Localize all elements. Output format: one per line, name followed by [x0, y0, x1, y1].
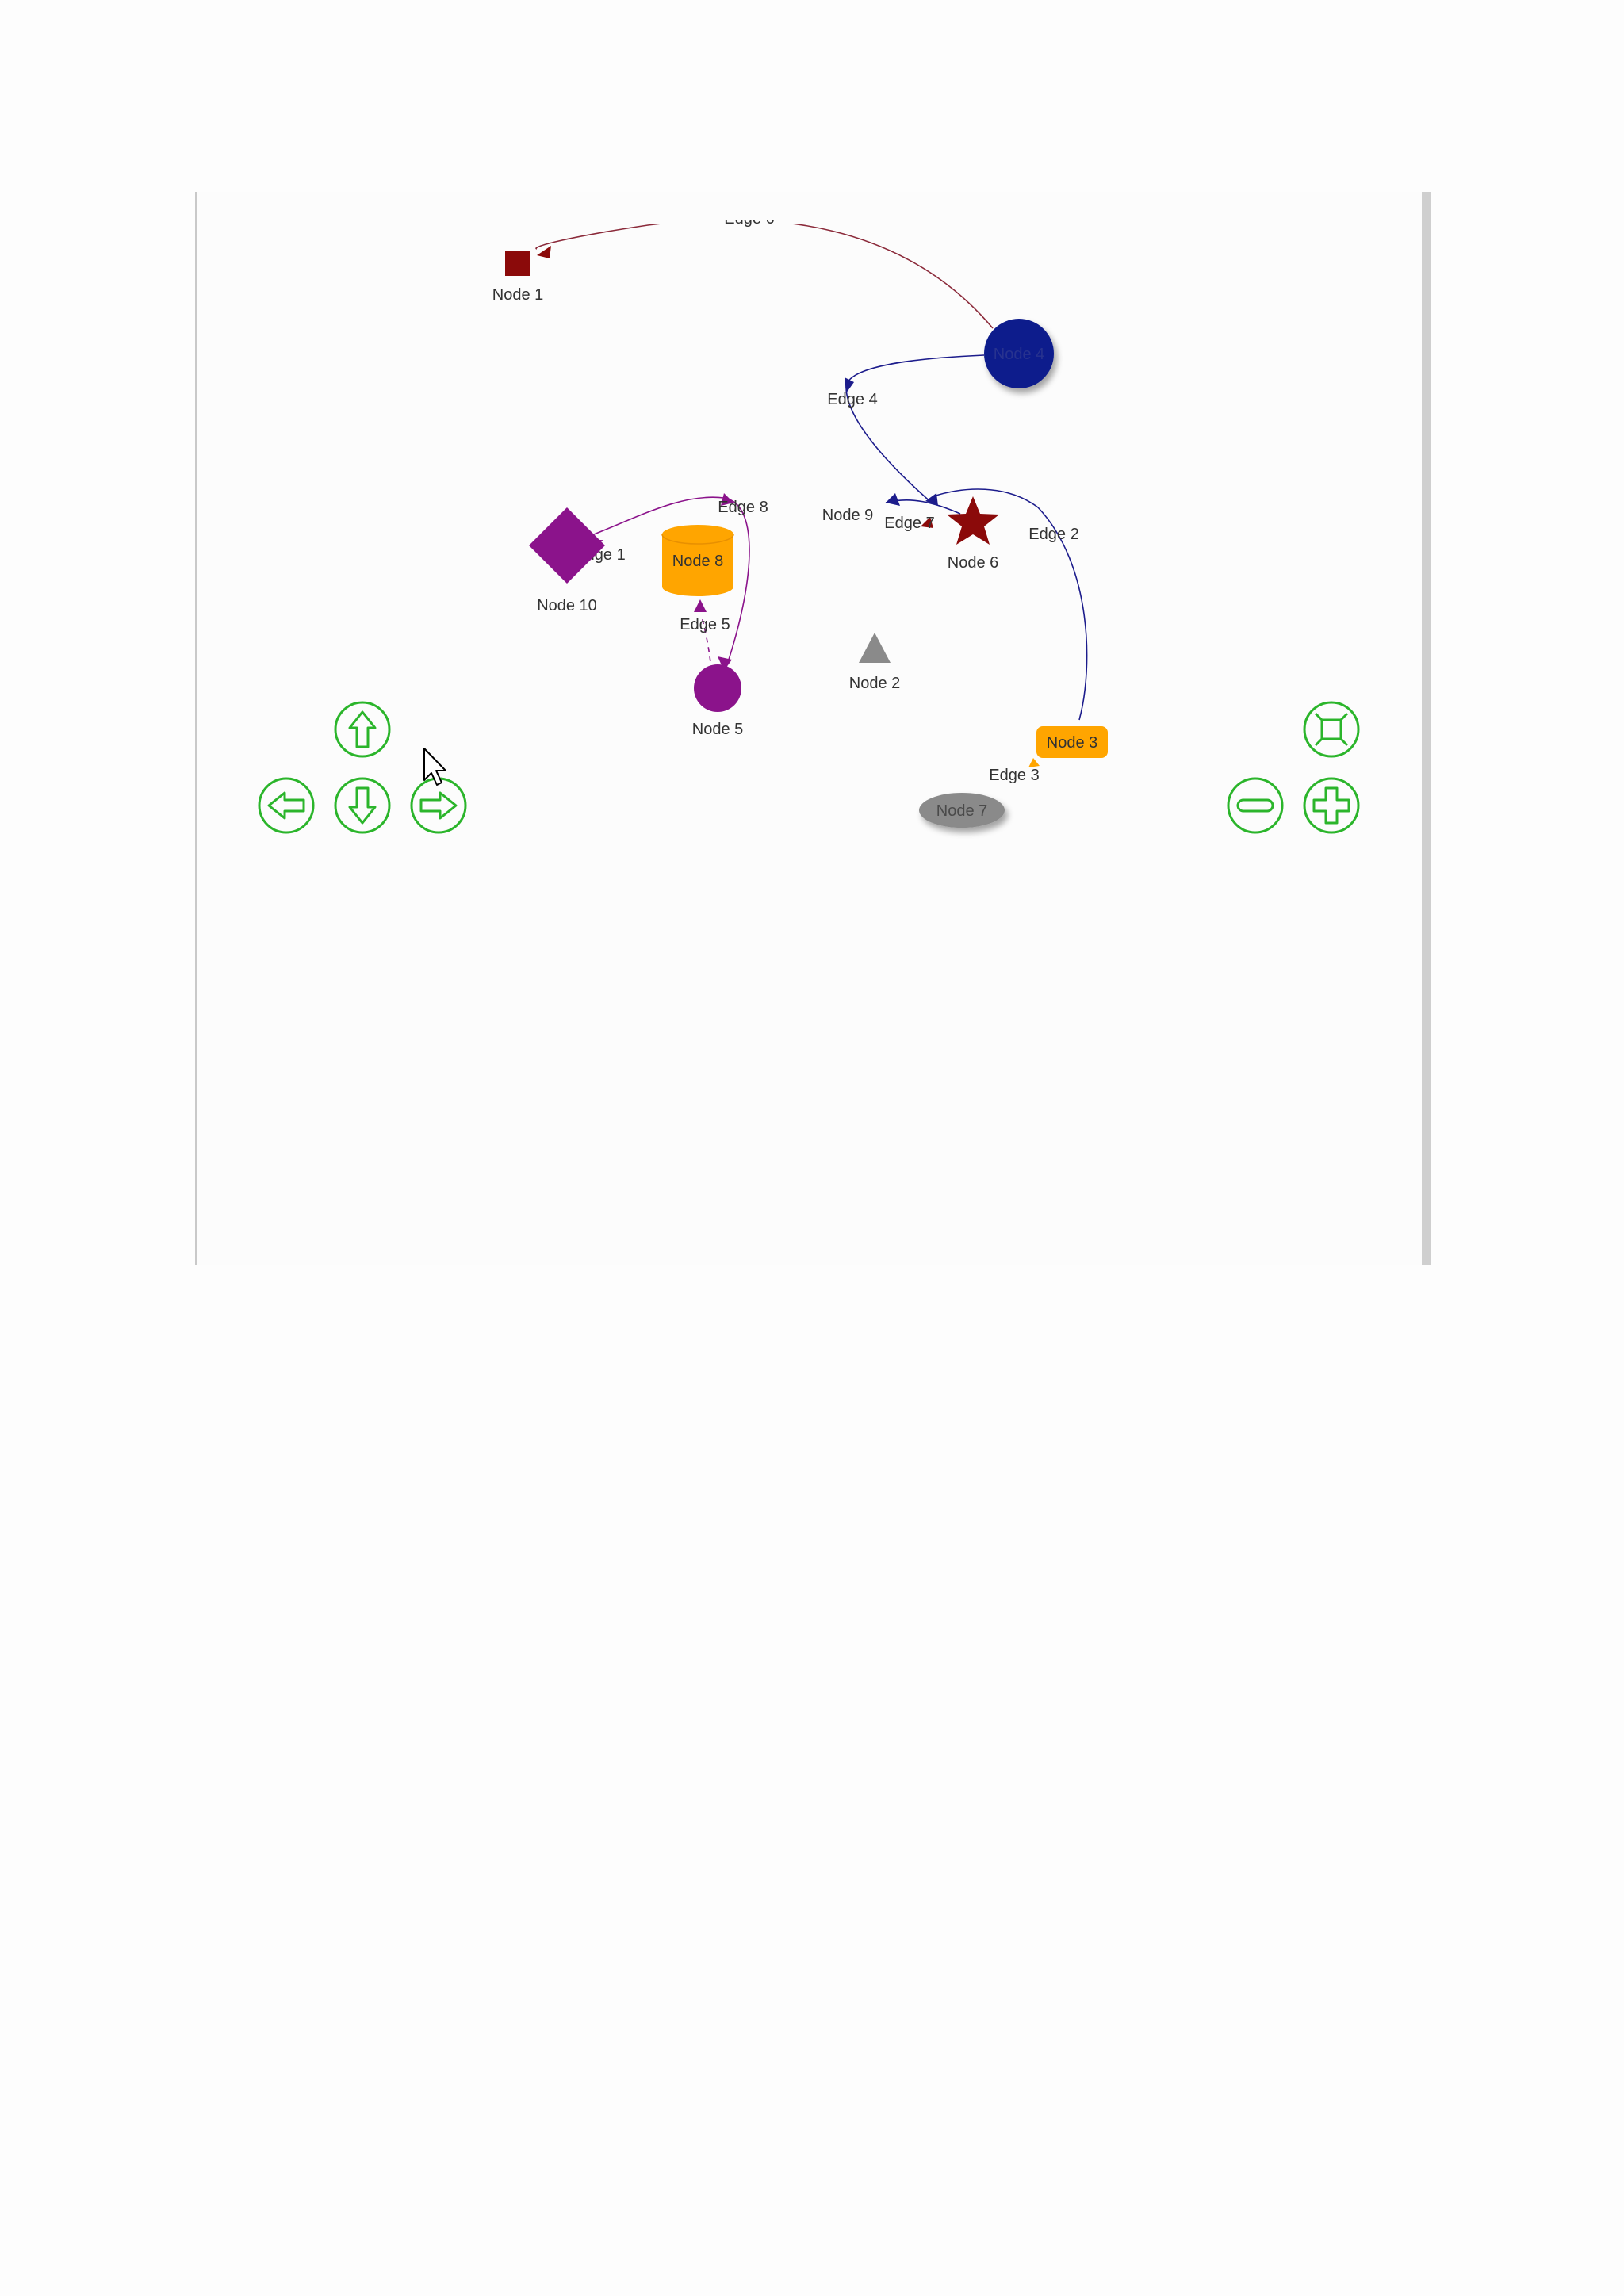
- node-3-shape[interactable]: [1036, 726, 1108, 758]
- edge-6-clip-top: [451, 192, 1165, 220]
- pan-left-button[interactable]: [258, 777, 315, 834]
- zoom-in-button[interactable]: [1303, 777, 1360, 834]
- navigation-controls: [258, 701, 1360, 834]
- edge-5-arrow: [694, 599, 707, 612]
- nodes-layer: Node 1 Node 4 Node 9 Node 6 Node 10 Node…: [492, 251, 1108, 828]
- network-graph[interactable]: Edge 6 Edge 4 Edge 2 Edge 7 Edge 1 Edge …: [197, 192, 1422, 1265]
- edge-4-arrow: [845, 377, 854, 393]
- edge-4-label: Edge 4: [827, 391, 877, 408]
- node-6-label: Node 6: [948, 554, 999, 572]
- edges-layer: Edge 6 Edge 4 Edge 2 Edge 7 Edge 1 Edge …: [451, 192, 1165, 784]
- arrow-up-icon: [348, 710, 377, 748]
- edge-7-arrow-a: [886, 493, 900, 506]
- edge-3-arrow: [1028, 758, 1040, 767]
- node-2-label: Node 2: [849, 675, 901, 692]
- edge-3-label: Edge 3: [989, 767, 1039, 784]
- edge-8-label: Edge 8: [718, 499, 768, 516]
- node-9-label[interactable]: Node 9: [822, 507, 874, 524]
- fit-extents-icon: [1314, 712, 1349, 747]
- edge-6-line[interactable]: [535, 219, 994, 329]
- node-10-label: Node 10: [537, 597, 597, 614]
- node-4-label: Node 4: [994, 346, 1045, 363]
- node-4-shape[interactable]: [984, 319, 1054, 388]
- edge-8-arrow-bottom: [718, 656, 732, 671]
- arrow-right-icon: [419, 791, 458, 820]
- edge-6-arrow: [537, 246, 551, 258]
- graph-canvas-frame[interactable]: Edge 6 Edge 4 Edge 2 Edge 7 Edge 1 Edge …: [195, 192, 1431, 1265]
- pan-down-button[interactable]: [334, 777, 391, 834]
- node-8-label: Node 8: [672, 553, 724, 570]
- node-7-label: Node 7: [936, 802, 988, 820]
- pan-right-button[interactable]: [410, 777, 467, 834]
- plus-icon: [1312, 786, 1350, 825]
- node-1-label: Node 1: [492, 286, 544, 304]
- node-5-shape[interactable]: [694, 664, 741, 712]
- node-1-shape[interactable]: [505, 251, 530, 276]
- node-10-shape[interactable]: [529, 507, 605, 584]
- edge-5-label: Edge 5: [680, 616, 730, 633]
- arrow-down-icon: [348, 786, 377, 825]
- edge-8-arrow-top: [721, 493, 733, 506]
- node-8-shape[interactable]: [661, 525, 734, 596]
- zoom-extends-button[interactable]: [1303, 701, 1360, 758]
- zoom-out-button[interactable]: [1227, 777, 1284, 834]
- edge-2-arrow: [925, 493, 938, 506]
- node-3-label: Node 3: [1047, 734, 1098, 752]
- mouse-cursor-icon: [423, 748, 446, 786]
- edge-4-line[interactable]: [845, 354, 985, 505]
- node-2-shape[interactable]: [859, 633, 891, 663]
- node-7-shape[interactable]: [919, 793, 1005, 828]
- edge-5-line[interactable]: [701, 616, 712, 672]
- node-5-label: Node 5: [692, 721, 744, 738]
- edge-2-label: Edge 2: [1028, 526, 1078, 543]
- edge-2-line[interactable]: [933, 488, 1088, 721]
- edge-7-label: Edge 7: [884, 515, 934, 532]
- node-6-shape[interactable]: [947, 496, 999, 545]
- arrow-left-icon: [267, 791, 305, 820]
- pan-up-button[interactable]: [334, 701, 391, 758]
- edge-7-arrow-b: [921, 517, 933, 528]
- minus-icon: [1236, 798, 1274, 813]
